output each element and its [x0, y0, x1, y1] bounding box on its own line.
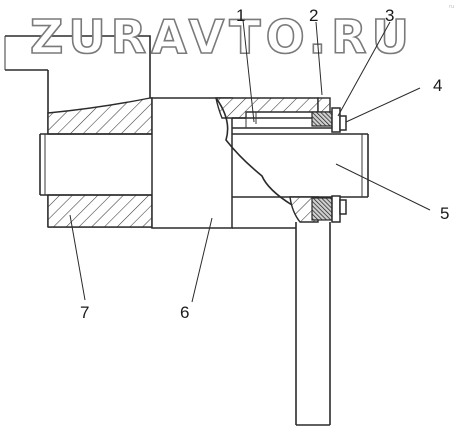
callout-7: 7 — [80, 303, 89, 322]
callout-2: 2 — [309, 6, 318, 25]
vertical-arm — [295, 222, 331, 426]
callout-3: 3 — [385, 6, 394, 25]
callout-1: 1 — [236, 6, 245, 25]
watermark-text: ZURAVTO.RU — [30, 10, 414, 64]
part-7-boss — [47, 97, 153, 228]
callout-5: 5 — [440, 204, 449, 223]
corner-mark: ru — [449, 4, 454, 10]
leader-lines — [69, 19, 431, 303]
part-6-lever — [151, 97, 233, 229]
callouts: 1 2 3 4 5 6 7 — [80, 6, 449, 322]
part-5-axle — [215, 97, 369, 229]
callout-6: 6 — [180, 303, 189, 322]
seal-assembly — [311, 107, 347, 223]
callout-4: 4 — [433, 76, 442, 95]
